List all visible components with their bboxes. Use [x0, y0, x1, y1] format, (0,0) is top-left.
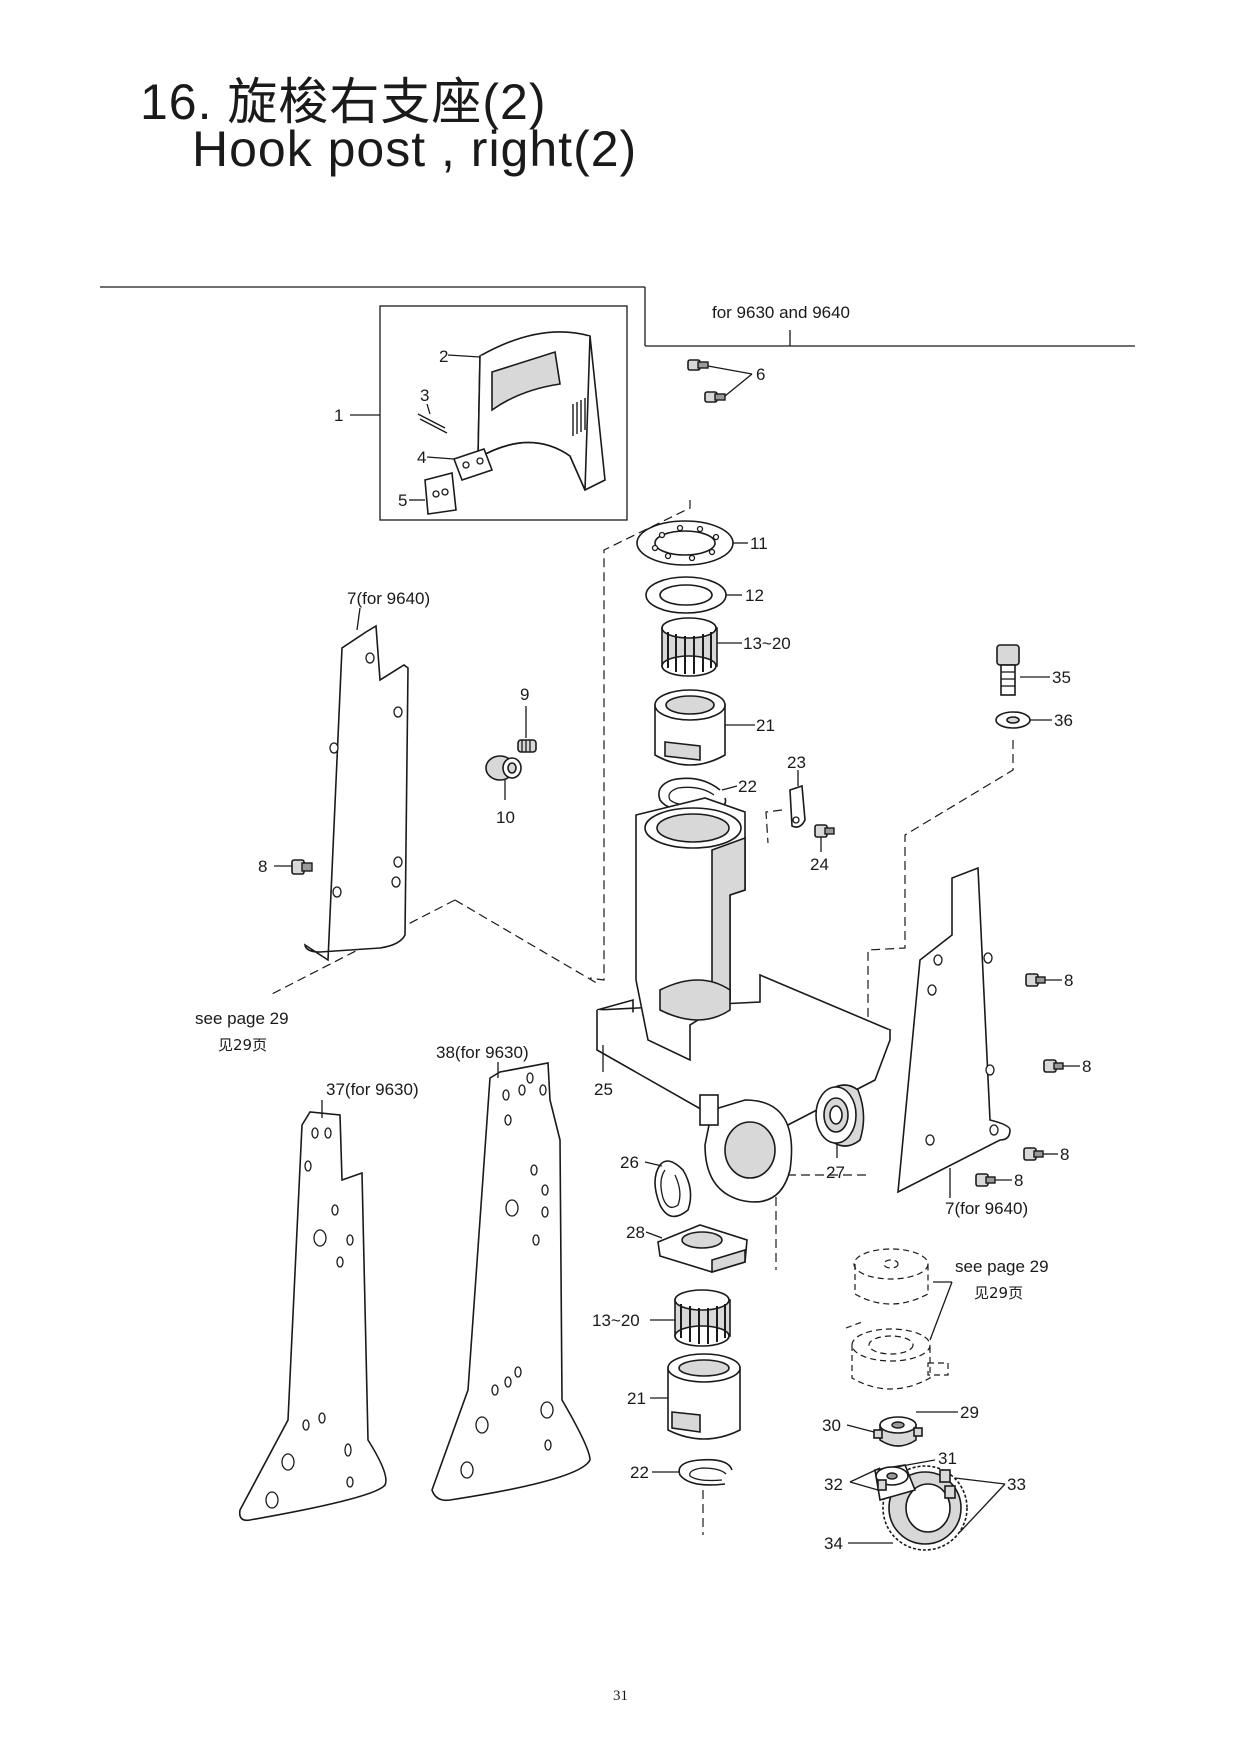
- callout-22-top: 22: [738, 777, 757, 796]
- callout-32: 32: [824, 1475, 843, 1494]
- callout-29: 29: [960, 1403, 979, 1422]
- callout-4: 4: [417, 448, 426, 467]
- callout-34: 34: [824, 1534, 843, 1553]
- part-7-left-plate: [303, 624, 409, 962]
- callout-28: 28: [626, 1223, 645, 1242]
- part-11-bearing-plate: [636, 520, 734, 566]
- callout-8-right-1: 8: [1064, 971, 1073, 990]
- title-chinese: 16. 旋梭右支座(2): [140, 74, 547, 130]
- see-page-left-cn: 见29页: [218, 1036, 267, 1054]
- callout-13-20-top: 13~20: [743, 634, 791, 653]
- callout-10: 10: [496, 808, 515, 827]
- callout-7-right: 7(for 9640): [945, 1199, 1028, 1218]
- callout-3: 3: [420, 386, 429, 405]
- callout-23: 23: [787, 753, 806, 772]
- callout-12: 12: [745, 586, 764, 605]
- part-21-bushing-bottom: [667, 1353, 741, 1440]
- callout-8-right-3: 8: [1060, 1145, 1069, 1164]
- part-10-collar: [485, 755, 522, 781]
- part-8-screws-right: [975, 973, 1064, 1187]
- callout-25: 25: [594, 1080, 613, 1099]
- title-english: Hook post , right(2): [192, 121, 638, 177]
- part-8-screw-left: [291, 859, 313, 875]
- part-36-washer: [995, 711, 1031, 729]
- part-25-hook-post-body: [596, 797, 892, 1203]
- part-13-20-needle-bearing-bottom: [674, 1289, 731, 1347]
- part-34-gear: [874, 1464, 968, 1551]
- callout-31: 31: [938, 1449, 957, 1468]
- see-page-left: see page 29: [195, 1009, 289, 1028]
- callout-26: 26: [620, 1153, 639, 1172]
- part-6-screws: [687, 359, 753, 403]
- callout-38: 38(for 9630): [436, 1043, 529, 1062]
- callout-8-left: 8: [258, 857, 267, 876]
- part-30-collar: [873, 1416, 923, 1447]
- part-21-bushing: [654, 689, 726, 766]
- callout-22-bottom: 22: [630, 1463, 649, 1482]
- see-page-right-cn: 见29页: [974, 1284, 1023, 1302]
- part-23-latch: [789, 784, 806, 828]
- callout-37: 37(for 9630): [326, 1080, 419, 1099]
- callout-33: 33: [1007, 1475, 1026, 1494]
- callout-35: 35: [1052, 668, 1071, 687]
- callout-2: 2: [439, 347, 448, 366]
- part-1-cover-box: [379, 305, 628, 521]
- callout-7-left: 7(for 9640): [347, 589, 430, 608]
- callout-27: 27: [826, 1163, 845, 1182]
- callout-11: 11: [750, 534, 768, 553]
- callout-8-right-4: 8: [1014, 1171, 1023, 1190]
- part-9-setscrew: [517, 739, 537, 753]
- part-13-20-needle-bearing: [661, 617, 718, 677]
- part-22-snap-ring-bottom: [678, 1458, 733, 1486]
- callout-1: 1: [334, 406, 343, 425]
- see-page-right: see page 29: [955, 1257, 1049, 1276]
- callout-21-bottom: 21: [627, 1389, 646, 1408]
- part-28-plate: [657, 1224, 748, 1274]
- part-12-ring: [645, 576, 727, 614]
- callout-36: 36: [1054, 711, 1073, 730]
- callout-24: 24: [810, 855, 829, 874]
- callout-21-top: 21: [756, 716, 775, 735]
- callout-5: 5: [398, 491, 407, 510]
- part-26-retaining-ring: [654, 1160, 692, 1218]
- ghost-reference-parts: [845, 1248, 949, 1390]
- part-38-plate: [431, 1062, 591, 1502]
- callout-6: 6: [756, 365, 765, 384]
- page-number: 31: [613, 1688, 628, 1704]
- callout-9: 9: [520, 685, 529, 704]
- part-35-cap-screw: [996, 644, 1020, 696]
- callout-30: 30: [822, 1416, 841, 1435]
- part-27-ball-bearing: [815, 1084, 865, 1147]
- callout-13-20-bottom: 13~20: [592, 1311, 640, 1330]
- variant-frame: [100, 286, 1135, 347]
- part-37-plate: [238, 1111, 387, 1522]
- callout-8-right-2: 8: [1082, 1057, 1091, 1076]
- part-7-right-plate: [897, 866, 1011, 1194]
- part-24-screw: [814, 824, 835, 838]
- variant-note: for 9630 and 9640: [712, 303, 850, 322]
